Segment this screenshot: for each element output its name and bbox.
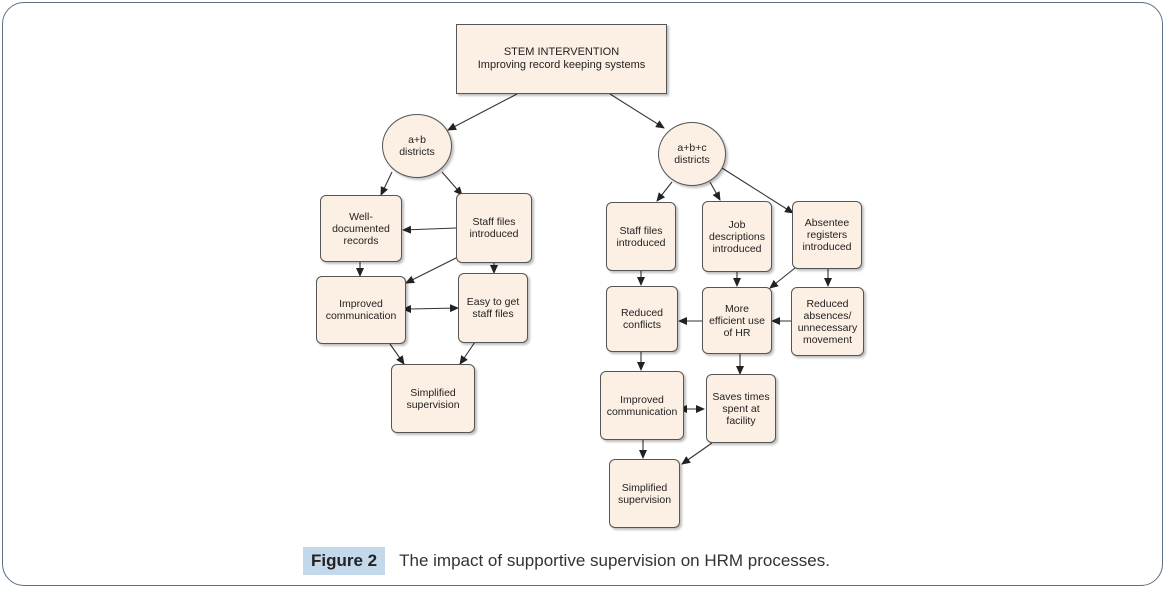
- node-saves-time-spent-at-facility: Saves times spent at facility: [706, 374, 776, 443]
- arrow-comm-easy: [402, 304, 459, 313]
- arrow-comm-to-simplified: [389, 343, 405, 365]
- node-reduced-absences: Reduced absences/ unnecessary movement: [791, 287, 864, 356]
- node-well-documented-records: Well- documented records: [320, 195, 402, 262]
- arrow-saves-to-simplified: [681, 442, 713, 465]
- arrow-absentee-to-efficient: [769, 267, 796, 289]
- node-staff-files-introduced-left: Staff files introduced: [456, 193, 532, 263]
- arrow-abc-to-staff: [656, 181, 673, 202]
- node-stem-intervention: STEM INTERVENTION Improving record keepi…: [456, 24, 667, 94]
- node-more-efficient-use-of-hr: More efficient use of HR: [702, 287, 772, 354]
- arrow-ab-to-staff: [441, 171, 463, 196]
- node-improved-communication-right: Improved communication: [600, 371, 684, 440]
- node-staff-files-introduced-right: Staff files introduced: [606, 202, 676, 271]
- figure-label: Figure 2: [303, 547, 386, 575]
- figure-caption-text: The impact of supportive supervision on …: [399, 551, 830, 570]
- arrow-ab-to-well: [380, 171, 393, 196]
- node-easy-to-get-staff-files: Easy to get staff files: [458, 273, 528, 343]
- node-simplified-supervision-right: Simplified supervision: [609, 459, 680, 528]
- node-absentee-registers-introduced: Absentee registers introduced: [792, 201, 862, 269]
- arrow-easy-to-simplified: [459, 341, 476, 365]
- arrow-stem-to-ab: [447, 93, 518, 131]
- arrow-staff-to-well: [402, 225, 457, 234]
- node-ab-districts: a+b districts: [382, 114, 452, 178]
- arrow-abc-to-absentee: [721, 167, 794, 214]
- node-abc-districts: a+b+c districts: [658, 122, 726, 186]
- figure-caption: Figure 2 The impact of supportive superv…: [303, 547, 830, 575]
- node-reduced-conflicts: Reduced conflicts: [606, 286, 678, 352]
- node-improved-communication-left: Improved communication: [316, 276, 406, 344]
- node-job-descriptions-introduced: Job descriptions introduced: [702, 201, 772, 272]
- arrow-staff-to-comm: [405, 254, 463, 284]
- arrow-stem-to-abc: [609, 93, 665, 129]
- arrow-abc-to-job: [709, 181, 721, 201]
- node-simplified-supervision-left: Simplified supervision: [391, 364, 475, 433]
